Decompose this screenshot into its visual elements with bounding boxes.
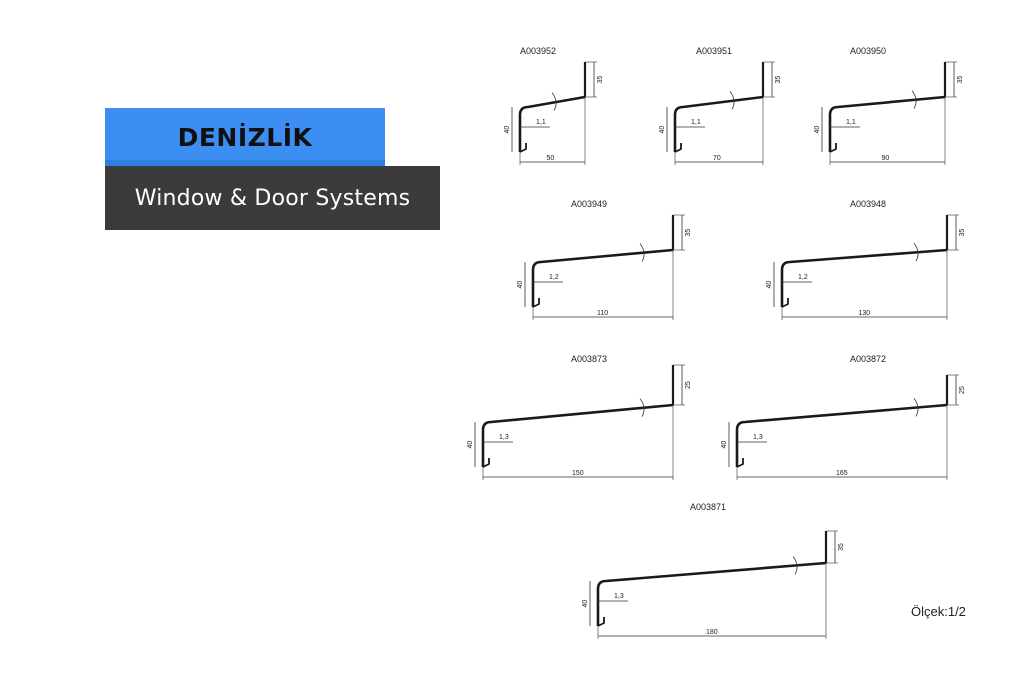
slope-arc [639, 243, 645, 262]
lip-label: 25 [685, 381, 692, 389]
slope-arc [639, 398, 645, 417]
profile-code: A003951 [696, 46, 732, 56]
slope-arc [551, 92, 557, 111]
profile-top-surface [673, 95, 764, 116]
profile-drip-hook [532, 298, 540, 308]
width-label: 70 [713, 155, 721, 162]
height-label: 40 [467, 441, 474, 449]
thickness-label: 1,1 [846, 119, 856, 126]
lip-label: 35 [838, 543, 845, 551]
thickness-label: 1,3 [614, 593, 624, 600]
profile-drawing: A003871 180 40 35 1,3 [582, 502, 845, 639]
width-label: 50 [547, 155, 555, 162]
lip-label: 35 [685, 229, 692, 237]
profile-code: A003871 [690, 502, 726, 512]
slope-arc [729, 91, 735, 110]
profile-drawing: A003948 130 40 35 1,2 [766, 199, 966, 320]
width-label: 130 [859, 310, 871, 317]
slope-arc [911, 90, 917, 109]
height-label: 40 [766, 281, 773, 289]
profile-drip-hook [781, 298, 789, 308]
slope-arc [792, 556, 798, 575]
width-label: 90 [882, 155, 890, 162]
width-label: 110 [597, 310, 608, 317]
thickness-label: 1,2 [549, 274, 559, 281]
profile-drip-hook [736, 458, 744, 468]
lip-label: 35 [597, 76, 604, 84]
profile-drip-hook [482, 458, 490, 468]
scale-note: Ölçek:1/2 [911, 604, 966, 619]
profile-drip-hook [519, 143, 527, 153]
thickness-label: 1,3 [499, 434, 509, 441]
profile-drip-hook [597, 617, 605, 627]
profile-drawing: A003873 150 40 25 1,3 [467, 354, 692, 480]
height-label: 40 [659, 126, 666, 134]
width-label: 180 [706, 629, 718, 636]
profile-drip-hook [674, 143, 682, 153]
profile-top-surface [780, 248, 948, 271]
lip-label: 35 [775, 76, 782, 84]
width-label: 165 [836, 470, 848, 477]
thickness-label: 1,2 [798, 274, 808, 281]
height-label: 40 [582, 600, 589, 608]
height-label: 40 [504, 126, 511, 134]
profile-code: A003872 [850, 354, 886, 364]
thickness-label: 1,3 [753, 434, 763, 441]
height-label: 40 [517, 281, 524, 289]
subtitle-text: Window & Door Systems [134, 185, 411, 211]
thickness-label: 1,1 [691, 119, 701, 126]
profile-code: A003873 [571, 354, 607, 364]
profile-drawing: A003952 50 40 35 1,1 [504, 46, 604, 165]
profile-top-surface [518, 95, 586, 116]
height-label: 40 [814, 126, 821, 134]
width-label: 150 [572, 470, 584, 477]
profile-drawing: A003951 70 40 35 1,1 [659, 46, 782, 165]
profile-code: A003948 [850, 199, 886, 209]
profile-top-surface [828, 95, 946, 116]
profile-top-surface [596, 561, 827, 590]
brand-banner: DENİZLİK [105, 108, 385, 166]
profile-top-surface [735, 403, 948, 431]
profile-code: A003952 [520, 46, 556, 56]
subtitle-banner: Window & Door Systems [105, 166, 440, 230]
slope-arc [913, 242, 919, 262]
slope-arc [913, 398, 919, 417]
profile-code: A003949 [571, 199, 607, 209]
profile-drip-hook [829, 143, 837, 153]
lip-label: 35 [957, 76, 964, 84]
profile-top-surface [531, 248, 674, 271]
height-label: 40 [721, 441, 728, 449]
lip-label: 25 [959, 386, 966, 394]
thickness-label: 1,1 [536, 119, 546, 126]
lip-label: 35 [959, 229, 966, 237]
profile-drawing: A003872 165 40 25 1,3 [721, 354, 966, 480]
profile-top-surface [481, 403, 674, 431]
brand-title: DENİZLİK [177, 122, 313, 152]
profile-code: A003950 [850, 46, 886, 56]
profile-drawing: A003950 90 40 35 1,1 [814, 46, 964, 165]
profile-drawing: A003949 110 40 35 1,2 [517, 199, 692, 320]
